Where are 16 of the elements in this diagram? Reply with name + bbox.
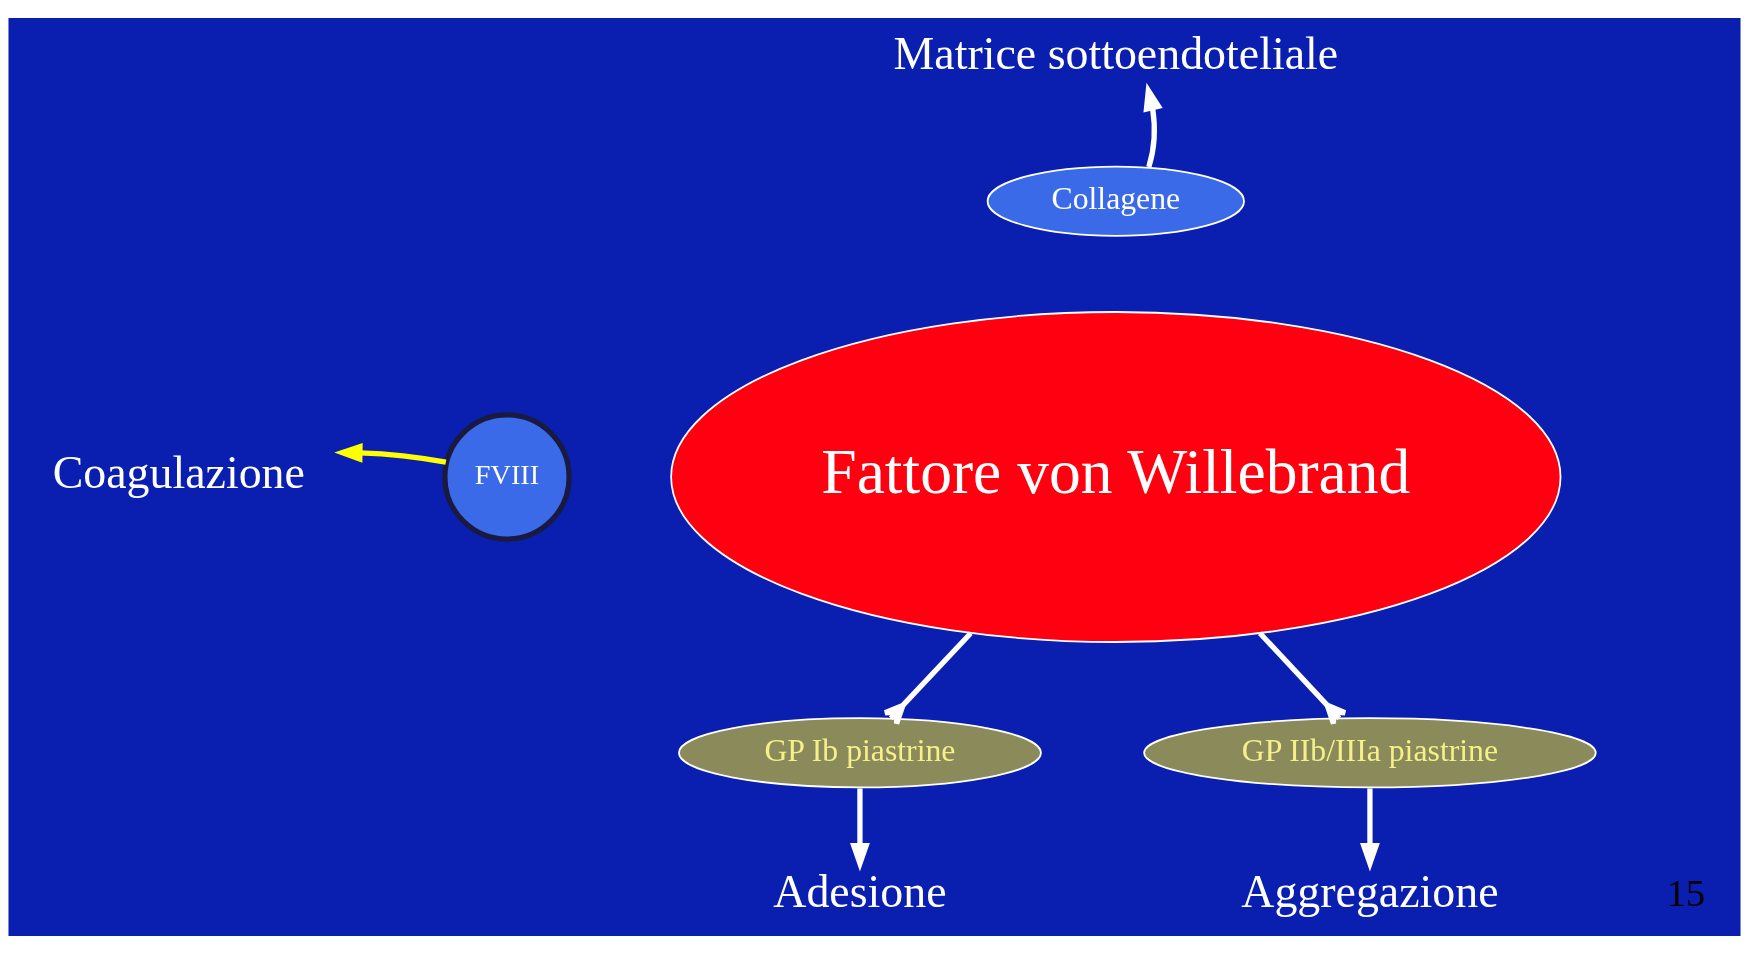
connector (1258, 631, 1348, 727)
node-text: Coagulazione (52, 447, 305, 499)
node-ellipse: Fattore von Willebrand (670, 311, 1562, 643)
node-circle: FVIII (442, 412, 572, 542)
label: 15 (1666, 871, 1706, 915)
connector (882, 631, 973, 727)
node-text: Adesione (773, 866, 947, 918)
node-ellipse: GP Ib piastrine (678, 717, 1042, 789)
node-text: Aggregazione (1241, 866, 1499, 918)
arrow (1143, 82, 1163, 168)
node-text: Matrice sottoendoteliale (893, 27, 1339, 79)
arrow (850, 788, 870, 872)
arrow (334, 442, 447, 465)
node-ellipse: GP IIb/IIIa piastrine (1143, 717, 1597, 789)
arrow (1360, 788, 1380, 872)
node-ellipse: Collagene (986, 165, 1245, 237)
